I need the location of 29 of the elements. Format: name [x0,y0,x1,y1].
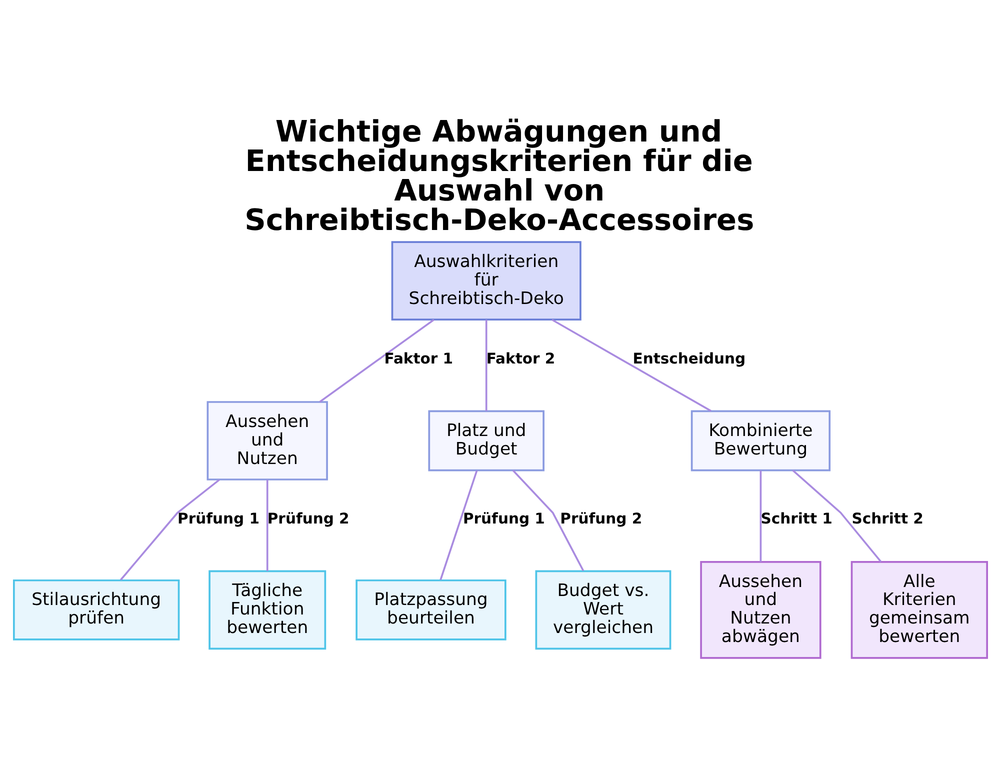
edge-label: Prüfung 1 [177,510,260,528]
edge-label: Entscheidung [632,350,746,368]
edge-label: Faktor 2 [486,350,555,368]
connector [792,470,882,562]
edge-label: Prüfung 2 [560,510,642,528]
node-box: Platz und Budget [428,410,544,472]
connector [759,470,762,562]
node-box: Aussehen und Nutzen abwägen [700,561,821,659]
node-box: Auswahlkriterien für Schreibtisch-Deko [390,241,581,320]
node-box: Kombinierte Bewertung [690,410,830,472]
edge-label: Prüfung 2 [266,510,349,528]
node-box: Aussehen und Nutzen [206,401,328,480]
connector [512,470,584,572]
node-box: Stilausrichtung prüfen [12,579,180,640]
node-box: Alle Kriterien gemeinsam bewerten [850,561,988,659]
node-box: Tägliche Funktion bewerten [208,570,326,650]
edge-label: Faktor 1 [384,350,453,368]
node-box: Platzpassung beurteilen [355,579,506,640]
connector [551,318,711,412]
connector [266,480,268,571]
connector [439,470,478,580]
node-box: Budget vs. Wert vergleichen [534,570,671,650]
edge-label: Schritt 1 [760,510,832,528]
connector [484,320,487,411]
edge-label: Prüfung 1 [462,510,544,528]
edge-label: Schritt 2 [851,510,923,528]
connector [318,319,434,403]
connector [120,479,220,580]
diagram-title: Wichtige Abwägungen und Entscheidungskriterien für die Auswahl von Schreibtisch-Deko-Accessoires [244,114,754,237]
